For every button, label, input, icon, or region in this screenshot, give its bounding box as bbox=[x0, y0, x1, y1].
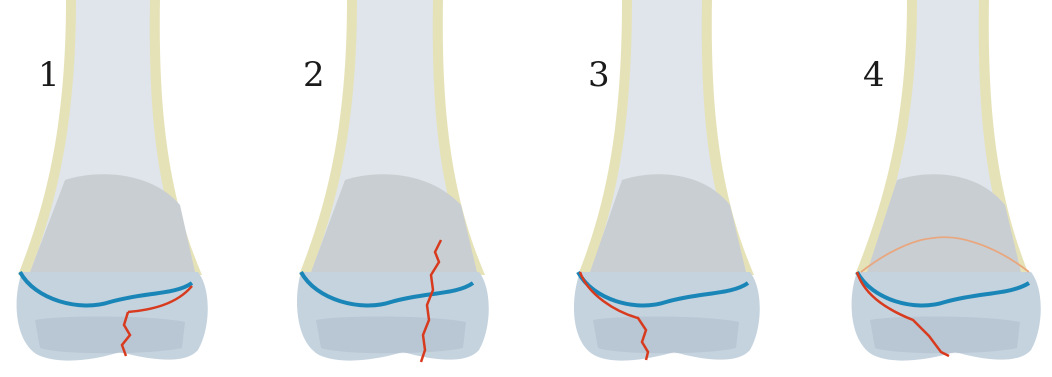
panel-1: 1 bbox=[0, 0, 263, 377]
bone-illustration-4 bbox=[789, 0, 1052, 377]
panel-number-1: 1 bbox=[38, 58, 60, 92]
panel-number-4: 4 bbox=[863, 58, 885, 92]
bone-illustration-3 bbox=[526, 0, 789, 377]
panel-2: 2 bbox=[263, 0, 526, 377]
panel-number-2: 2 bbox=[303, 58, 325, 92]
panel-4: 4 bbox=[789, 0, 1052, 377]
panel-3: 3 bbox=[526, 0, 789, 377]
panel-number-3: 3 bbox=[588, 58, 610, 92]
